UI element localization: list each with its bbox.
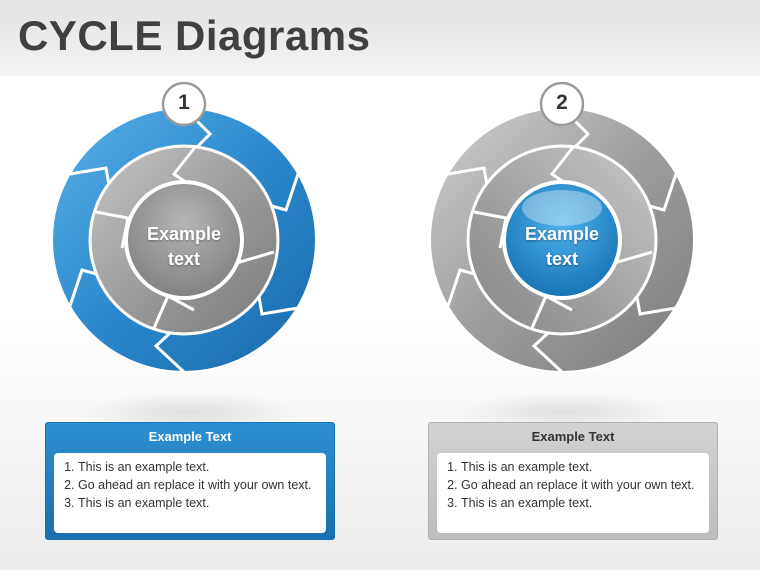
cycle-diagram-1: 1 Example text	[24, 82, 344, 422]
panel-2-body: This is an example text. Go ahead an rep…	[437, 453, 709, 533]
title-bar: CYCLE Diagrams	[0, 0, 760, 76]
panel-2-title: Example Text	[531, 429, 615, 444]
center-label-2-line1: Example	[524, 224, 600, 244]
text-panel-1: Example Text This is an example text. Go…	[45, 422, 335, 540]
center-label-2: Example text	[502, 222, 622, 272]
cycle-diagram-1-svg	[51, 82, 317, 374]
center-label-2-line2: text	[545, 249, 578, 269]
panel-2-item-2: Go ahead an replace it with your own tex…	[461, 476, 703, 494]
panel-1-item-1: This is an example text.	[78, 458, 320, 476]
center-circle-1	[124, 180, 244, 300]
panel-1-body: This is an example text. Go ahead an rep…	[54, 453, 326, 533]
panel-1-title: Example Text	[148, 429, 232, 444]
center-label-1: Example text	[124, 222, 244, 272]
center-circle-2	[502, 180, 622, 300]
page-title: CYCLE Diagrams	[18, 12, 371, 59]
number-badge-1	[161, 82, 207, 127]
panel-2-item-3: This is an example text.	[461, 494, 703, 512]
panel-1-list: This is an example text. Go ahead an rep…	[60, 458, 320, 512]
center-gloss-2	[522, 190, 602, 226]
panel-1-item-2: Go ahead an replace it with your own tex…	[78, 476, 320, 494]
number-badge-2-label: 2	[556, 91, 568, 114]
text-panel-2: Example Text This is an example text. Go…	[428, 422, 718, 540]
panel-2-list: This is an example text. Go ahead an rep…	[443, 458, 703, 512]
center-label-1-line1: Example	[146, 224, 222, 244]
panel-2-item-1: This is an example text.	[461, 458, 703, 476]
number-badge-2	[539, 82, 585, 127]
center-label-1-line2: text	[167, 249, 200, 269]
cycle-diagram-2-svg	[429, 82, 695, 374]
cycle-diagram-2: 2 Example text	[402, 82, 722, 422]
panel-1-item-3: This is an example text.	[78, 494, 320, 512]
number-badge-1-label: 1	[178, 91, 190, 114]
